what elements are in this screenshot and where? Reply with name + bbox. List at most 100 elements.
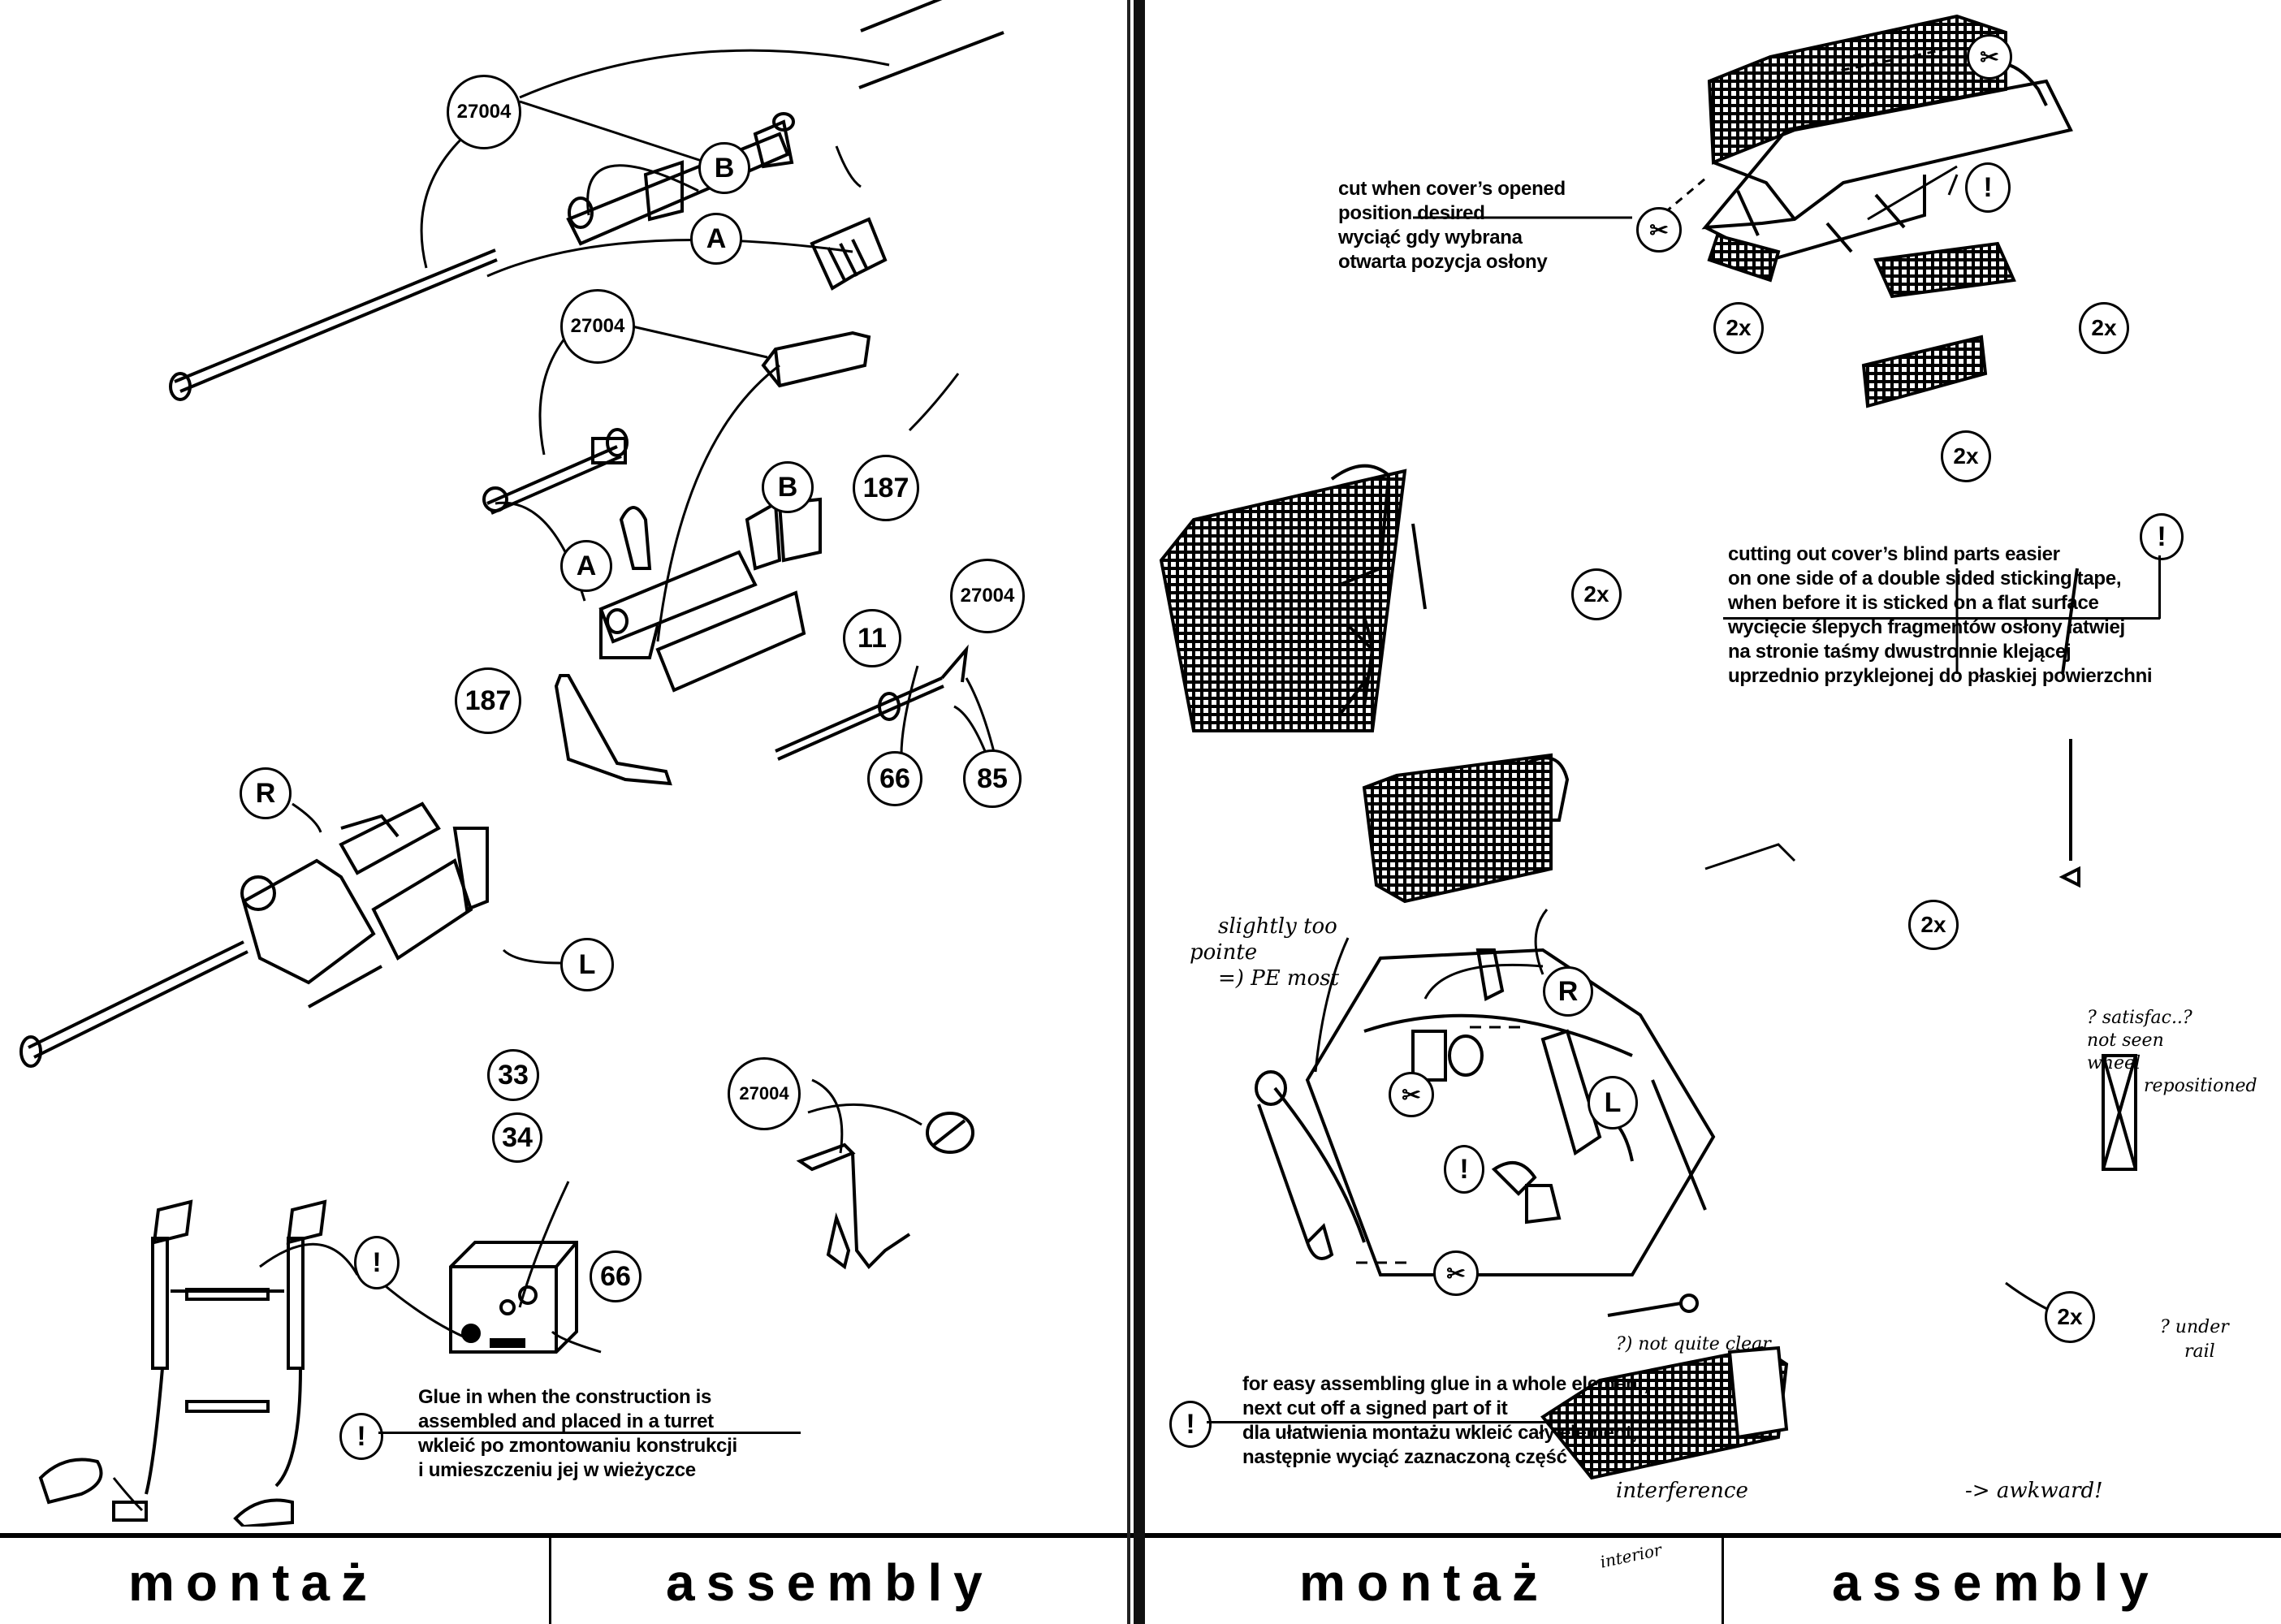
part-callout-b: B [698,142,750,194]
footer-label-en: assembly [1832,1553,2160,1612]
handwritten-note: -> awkward! [1965,1479,2103,1503]
note-en-line: cut when cover’s opened [1338,178,1566,200]
note-leader-line [1207,1421,1699,1423]
cut-note: cut when cover’s opened position desired… [1338,177,1566,274]
part-callout-187: 187 [853,455,919,521]
part-callout-r: R [240,767,292,819]
note-leader-line [2158,555,2161,619]
note-pl-line: i umieszczeniu jej w wieżyczce [418,1459,696,1481]
scissors-icon: ✂ [1433,1250,1479,1296]
note-pl-line: wyciąć gdy wybrana [1338,227,1523,248]
assembled-gun-drawing [19,801,489,1068]
note-en-line: cutting out cover’s blind parts easier [1728,543,2060,565]
footer-rule [1145,1533,2281,1538]
quantity-badge-2x: 2x [1908,900,1959,950]
handwritten-line: rail [2184,1341,2215,1362]
part-callout-66: 66 [867,751,922,806]
scissors-icon: ✂ [1967,34,2012,80]
part-callout-a: A [560,540,612,592]
part-callout-b: B [762,461,814,513]
note-en-line: when before it is sticked on a flat surf… [1728,592,2099,614]
handwritten-note: interior [1598,1540,1664,1572]
footer-label-en: assembly [666,1553,994,1612]
handwritten-line: slightly too [1218,914,1337,939]
elevation-arc-drawing [554,674,672,786]
note-pl-line: wycięcie ślepych fragmentów osłony łatwi… [1728,616,2125,638]
part-callout-l: L [560,938,614,991]
footer-rule [0,1533,1137,1538]
handwritten-line: ? satisfac..? [2087,1008,2192,1028]
handwritten-note: ? satisfac..? not seen wheel repositione… [2087,1007,2257,1098]
handwritten-note: ? under rail [2160,1315,2229,1364]
left-page: 27004 B A 27004 B 187 A 27004 11 187 66 … [0,0,1137,1624]
warning-icon: ! [1965,162,2011,213]
note-en-line: next cut off a signed part of it [1242,1397,1508,1419]
part-callout-85: 85 [963,749,1022,808]
scissors-icon: ✂ [1636,207,1682,253]
footer-divider [549,1535,551,1624]
quantity-badge-2x: 2x [2045,1291,2095,1343]
quantity-badge-2x: 2x [1941,430,1991,482]
page-spine-shadow [1127,0,1130,1624]
note-en-line: position desired [1338,202,1485,224]
note-pl-line: następnie wyciąć zaznaczoną część [1242,1446,1567,1468]
note-leader-line [378,1432,801,1434]
sight-drawing [482,428,629,515]
handwritten-note: ?) not quite clear [1616,1334,1771,1354]
mesh-panel-drawing [1707,233,2016,408]
scissors-icon: ✂ [1389,1072,1434,1117]
note-pl-line: uprzednio przyklejonej do płaskiej powie… [1728,665,2153,687]
machine-gun-drawing [775,644,969,761]
note-en-line: on one side of a double sided sticking t… [1728,568,2122,590]
handwritten-note: interference [1616,1479,1748,1503]
footer-divider [1722,1535,1724,1624]
note-en-line: Glue in when the construction is [418,1386,712,1408]
quantity-badge-2x: 2x [1713,302,1764,354]
part-callout-27004: 27004 [950,559,1025,633]
quantity-badge-2x: 2x [2079,302,2129,354]
part-callout-34: 34 [492,1112,542,1163]
part-callout-11: 11 [843,609,901,667]
note-en-line: for easy assembling glue in a whole elem… [1242,1373,1649,1395]
handwritten-line: =) PE most [1218,966,1340,991]
note-pl-line: dla ułatwienia montażu wkleić cały eleme… [1242,1422,1637,1444]
handwritten-line: ? under [2160,1317,2229,1337]
mesh-cover-drawing [1701,14,2073,262]
warning-icon: ! [1169,1401,1212,1448]
note-leader-line [1723,617,2160,620]
frame-parts-drawing [2059,568,2137,1171]
footer-label-pl: montaż [1299,1553,1549,1612]
part-callout-27004: 27004 [728,1057,801,1130]
handwritten-line: pointe [1190,940,1258,965]
footer-label-pl: montaż [128,1553,378,1612]
part-callout-27004: 27004 [447,75,521,149]
warning-icon: ! [2140,513,2184,560]
handwheel-drawing [796,1112,974,1270]
assembly-tip-note: for easy assembling glue in a whole elem… [1242,1372,1649,1470]
part-callout-27004: 27004 [560,289,635,364]
note-pl-line: otwarta pozycja osłony [1338,251,1548,273]
leader-lines [112,49,996,1512]
turret-drawing [1255,948,1716,1317]
part-callout-66: 66 [590,1250,642,1302]
gun-cradle-drawing [598,497,822,693]
right-page-line-art [1159,14,2137,1480]
note-pl-line: na stronie taśmy dwustronnie klejącej [1728,641,2071,663]
blind-parts-note: cutting out cover’s blind parts easier o… [1728,542,2153,689]
note-en-line: assembled and placed in a turret [418,1410,714,1432]
magazine-drawing [810,217,888,291]
quantity-badge-2x: 2x [1571,568,1622,620]
handwritten-line: not seen [2087,1030,2164,1051]
glue-note: Glue in when the construction is assembl… [418,1385,737,1483]
part-callout-r: R [1543,966,1593,1017]
warning-icon: ! [339,1413,383,1460]
part-callout-33: 33 [487,1049,539,1101]
warning-icon: ! [354,1236,400,1289]
note-pl-line: wkleić po zmontowaniu konstrukcji [418,1435,737,1457]
right-page: ✂ ✂ ! 2x 2x 2x 2x ! 2x R ✂ L ! ✂ 2x cut … [1145,0,2281,1624]
warning-icon: ! [1444,1145,1484,1194]
turret-basket-drawing [1362,753,1570,904]
part-callout-187: 187 [455,667,521,734]
handwritten-line: repositioned [2144,1076,2257,1096]
page-spine [1134,0,1145,1624]
